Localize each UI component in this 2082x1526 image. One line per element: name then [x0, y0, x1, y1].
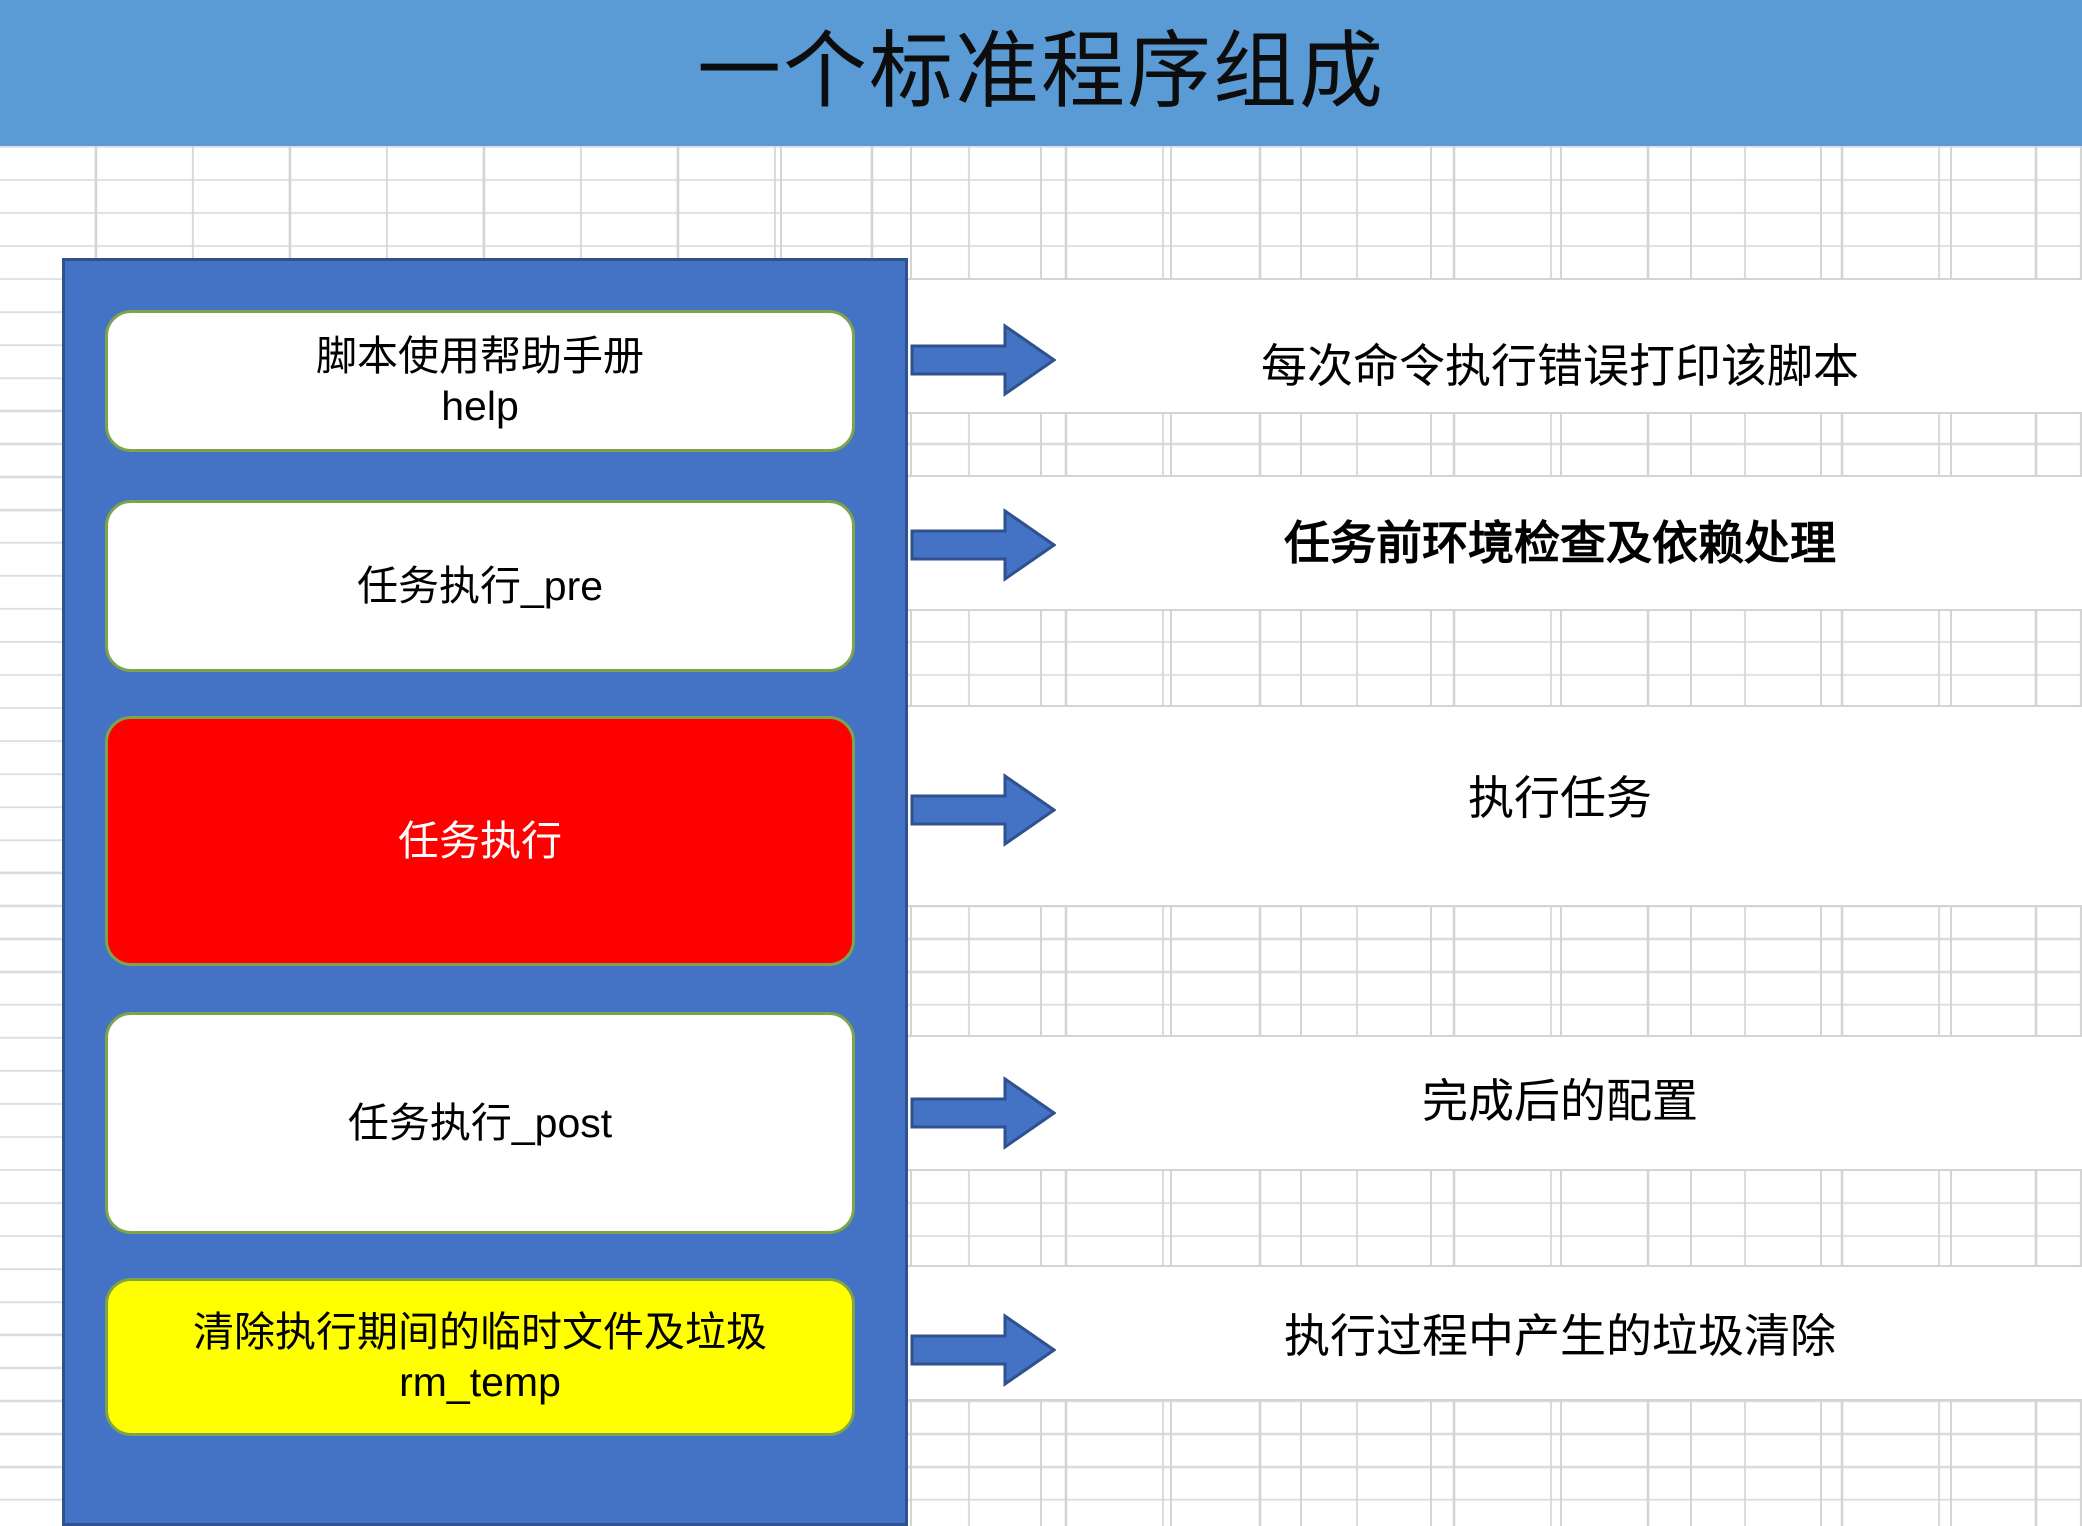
step-box-help[interactable]: 脚本使用帮助手册 help: [105, 310, 855, 452]
right-arrow-icon: [910, 1076, 1056, 1150]
step-box-task-exec[interactable]: 任务执行: [105, 716, 855, 966]
step-box-task-pre-line1: 任务执行_pre: [356, 562, 604, 609]
step-box-task-exec-line1: 任务执行: [398, 817, 562, 864]
step-box-task-pre[interactable]: 任务执行_pre: [105, 500, 855, 672]
step-box-help-line1: 脚本使用帮助手册: [316, 332, 644, 379]
right-arrow-icon: [910, 773, 1056, 847]
step-box-task-post[interactable]: 任务执行_post: [105, 1012, 855, 1234]
step-box-rm-temp-line1: 清除执行期间的临时文件及垃圾: [193, 1308, 767, 1355]
step-box-help-line2: help: [441, 383, 519, 429]
slide-title-band: 一个标准程序组成: [0, 0, 2082, 146]
right-arrow-icon: [910, 323, 1056, 397]
description-label-task-pre: 任务前环境检查及依赖处理: [1284, 517, 1836, 569]
step-box-rm-temp[interactable]: 清除执行期间的临时文件及垃圾 rm_temp: [105, 1278, 855, 1436]
description-label-rm-temp: 执行过程中产生的垃圾清除: [1284, 1311, 1836, 1362]
description-label-help: 每次命令执行错误打印该脚本: [1261, 341, 1859, 392]
page-title: 一个标准程序组成: [696, 26, 1385, 119]
merged-cell-band-5: [780, 1265, 2082, 1401]
right-arrow-icon: [910, 508, 1056, 582]
description-label-task-exec: 执行任务: [1468, 773, 1652, 824]
description-label-task-post: 完成后的配置: [1422, 1076, 1698, 1127]
right-arrow-icon: [910, 1313, 1056, 1387]
step-box-rm-temp-line2: rm_temp: [399, 1359, 561, 1405]
step-box-task-post-line1: 任务执行_post: [347, 1099, 613, 1146]
